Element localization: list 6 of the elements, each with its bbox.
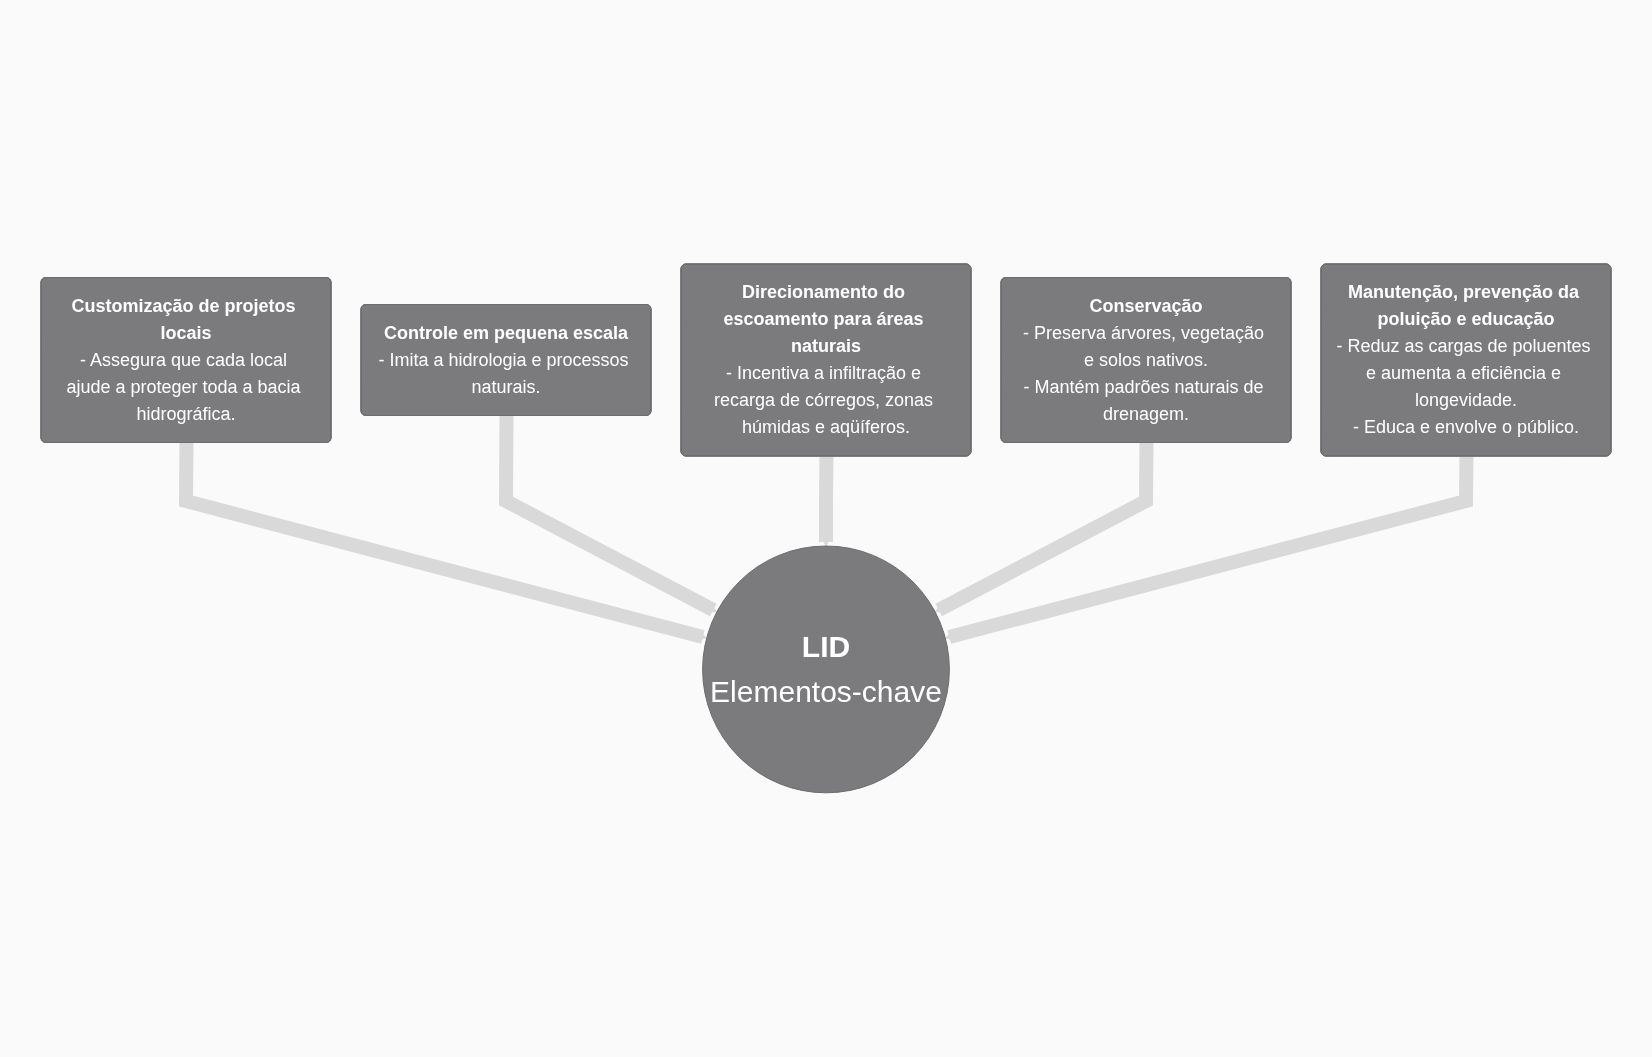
arrow — [944, 456, 1474, 644]
arrow — [178, 443, 708, 644]
arrow — [498, 416, 718, 617]
arrow — [819, 456, 834, 547]
arrow — [934, 443, 1154, 617]
node-circle: LID Elementos-chave — [702, 545, 950, 794]
